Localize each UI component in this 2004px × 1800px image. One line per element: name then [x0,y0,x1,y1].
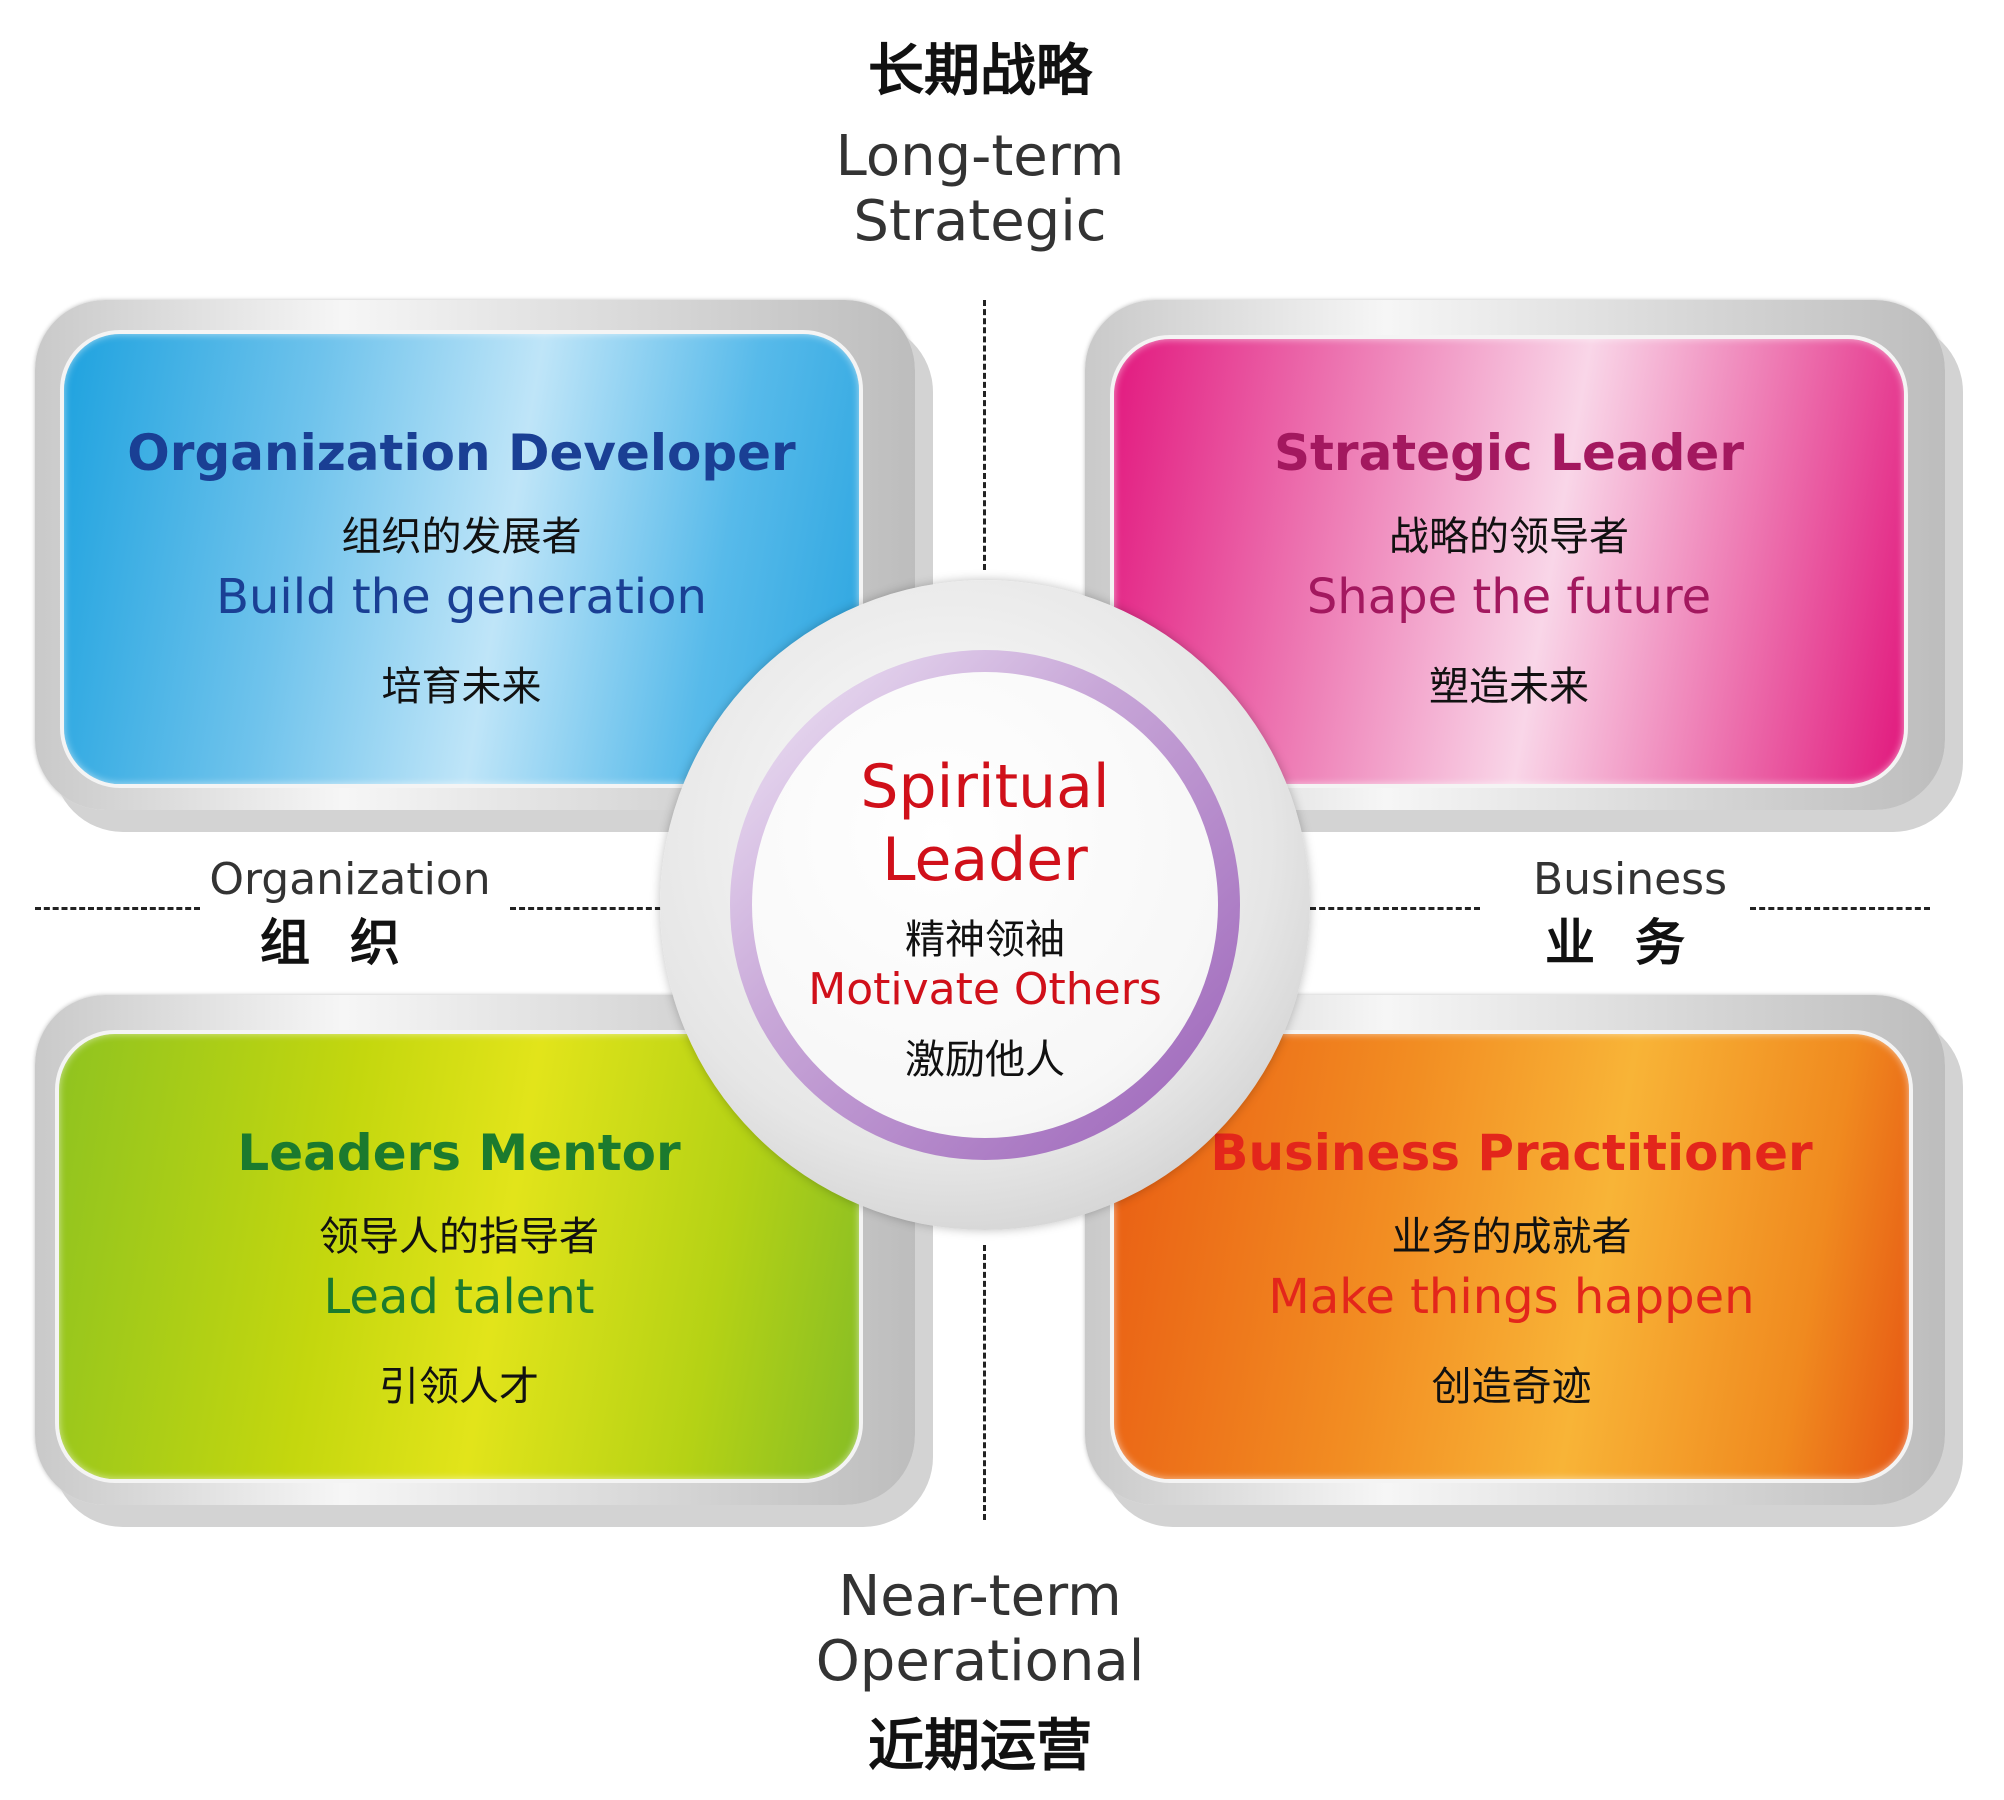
quadrant-title: Organization Developer [127,424,796,482]
quadrant-zh-tagline: 创造奇迹 [1431,1364,1592,1410]
horizontal-axis-right-line [1310,907,1480,910]
quadrant-title: Business Practitioner [1210,1124,1813,1182]
axis-bottom-en-line2: Operational [815,1629,1145,1694]
quadrant-zh-role: 组织的发展者 [341,514,582,560]
quadrant-en-tagline: Shape the future [1306,569,1712,625]
axis-top-zh: 长期战略 [868,39,1092,104]
quadrant-strategic-leader: Strategic Leader 战略的领导者 Shape the future… [1110,335,1908,788]
axis-bottom-en-line1: Near-term [838,1564,1122,1629]
horizontal-axis-right-line-2 [1750,907,1930,910]
quadrant-zh-role: 领导人的指导者 [319,1214,599,1260]
quadrant-zh-tagline: 塑造未来 [1429,664,1589,710]
center-zh-tagline: 激励他人 [905,1037,1065,1083]
axis-left-en: Organization [209,854,491,905]
quadrant-en-tagline: Build the generation [216,569,707,625]
quadrant-en-tagline: Make things happen [1268,1269,1755,1325]
center-en-tagline: Motivate Others [808,964,1162,1015]
vertical-axis-bottom-line [983,1245,986,1520]
quadrant-title: Leaders Mentor [237,1124,681,1182]
quadrant-title: Strategic Leader [1274,424,1744,482]
center-spiritual-leader: Spiritual Leader 精神领袖 Motivate Others 激励… [752,672,1218,1138]
axis-right-en: Business [1532,854,1728,905]
axis-right-zh: 业务 [1545,914,1725,972]
quadrant-zh-role: 业务的成就者 [1391,1214,1632,1260]
axis-top-en-line2: Strategic [853,189,1107,254]
quadrant-business-practitioner: Business Practitioner 业务的成就者 Make things… [1110,1030,1913,1483]
vertical-axis-top-line [983,300,986,570]
center-zh-role: 精神领袖 [905,917,1065,963]
quadrant-zh-tagline: 引领人才 [379,1364,539,1410]
axis-bottom-zh: 近期运营 [868,1714,1092,1779]
horizontal-axis-left-line-2 [510,907,670,910]
axis-left-zh: 组织 [260,914,440,972]
center-title-line2: Leader [882,825,1088,895]
horizontal-axis-left-line [35,907,200,910]
quadrant-zh-role: 战略的领导者 [1389,514,1629,560]
center-title-line1: Spiritual [860,752,1110,822]
quadrant-zh-tagline: 培育未来 [381,664,542,710]
axis-top-en-line1: Long-term [835,124,1125,189]
quadrant-en-tagline: Lead talent [323,1269,595,1325]
